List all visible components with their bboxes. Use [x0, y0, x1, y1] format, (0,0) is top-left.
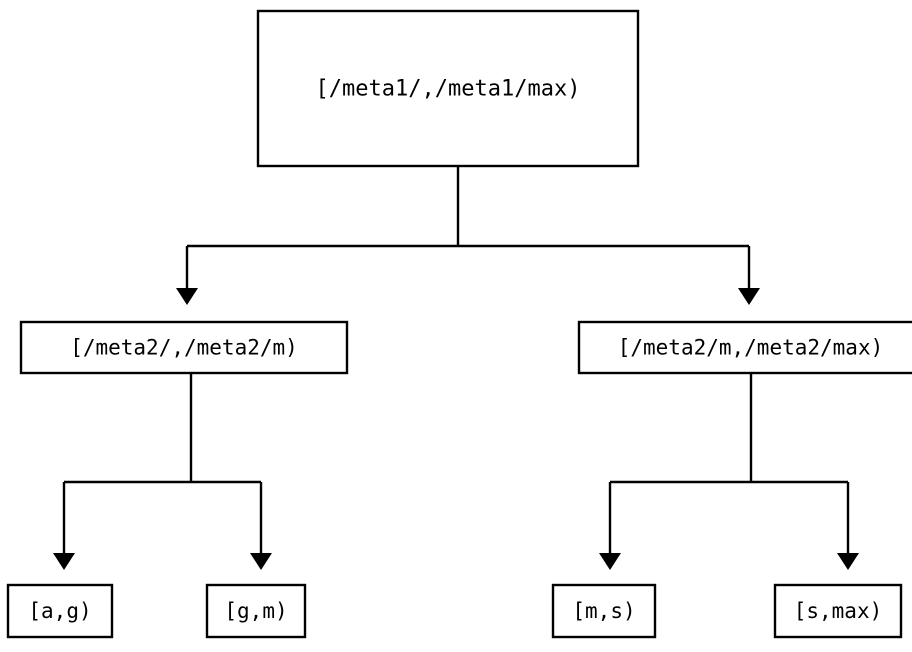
edge-drop	[837, 482, 859, 570]
node-label: [g,m)	[224, 599, 287, 623]
edge-drop	[599, 482, 621, 570]
arrowhead-icon	[250, 553, 272, 570]
arrowhead-icon	[53, 553, 75, 570]
edge-drop	[176, 246, 198, 305]
node-label: [s,max)	[794, 599, 883, 623]
edge-drop	[250, 482, 272, 570]
node-label: [m,s)	[572, 599, 635, 623]
edges-layer	[53, 166, 859, 570]
node-box[interactable]	[577, 320, 912, 375]
node-box[interactable]	[551, 583, 657, 639]
arrowhead-icon	[837, 553, 859, 570]
tree-node-leaf-a-g[interactable]: [a,g)	[6, 583, 114, 639]
tree-node-root[interactable]: [/meta1/,/meta1/max)	[256, 9, 640, 168]
node-label: [/meta1/,/meta1/max)	[316, 77, 581, 102]
node-box[interactable]	[205, 583, 307, 639]
tree-node-leaf-g-m[interactable]: [g,m)	[205, 583, 307, 639]
node-label: [a,g)	[28, 599, 91, 623]
arrowhead-icon	[599, 553, 621, 570]
tree-node-leaf-m-s[interactable]: [m,s)	[551, 583, 657, 639]
edge-drop	[53, 482, 75, 570]
arrowhead-icon	[738, 288, 760, 305]
edge-drop	[738, 246, 760, 305]
node-box[interactable]	[256, 9, 640, 168]
tree-node-mid-left[interactable]: [/meta2/,/meta2/m)	[19, 320, 349, 375]
node-box[interactable]	[19, 320, 349, 375]
tree-node-mid-right[interactable]: [/meta2/m,/meta2/max)	[577, 320, 912, 375]
arrowhead-icon	[176, 288, 198, 305]
node-label: [/meta2/,/meta2/m)	[70, 336, 298, 360]
tree-node-leaf-s-max[interactable]: [s,max)	[773, 583, 903, 639]
node-label: [/meta2/m,/meta2/max)	[618, 336, 884, 360]
nodes-layer: [/meta1/,/meta1/max) [/meta2/,/meta2/m) [/…	[6, 9, 912, 639]
node-box[interactable]	[6, 583, 114, 639]
node-box[interactable]	[773, 583, 903, 639]
